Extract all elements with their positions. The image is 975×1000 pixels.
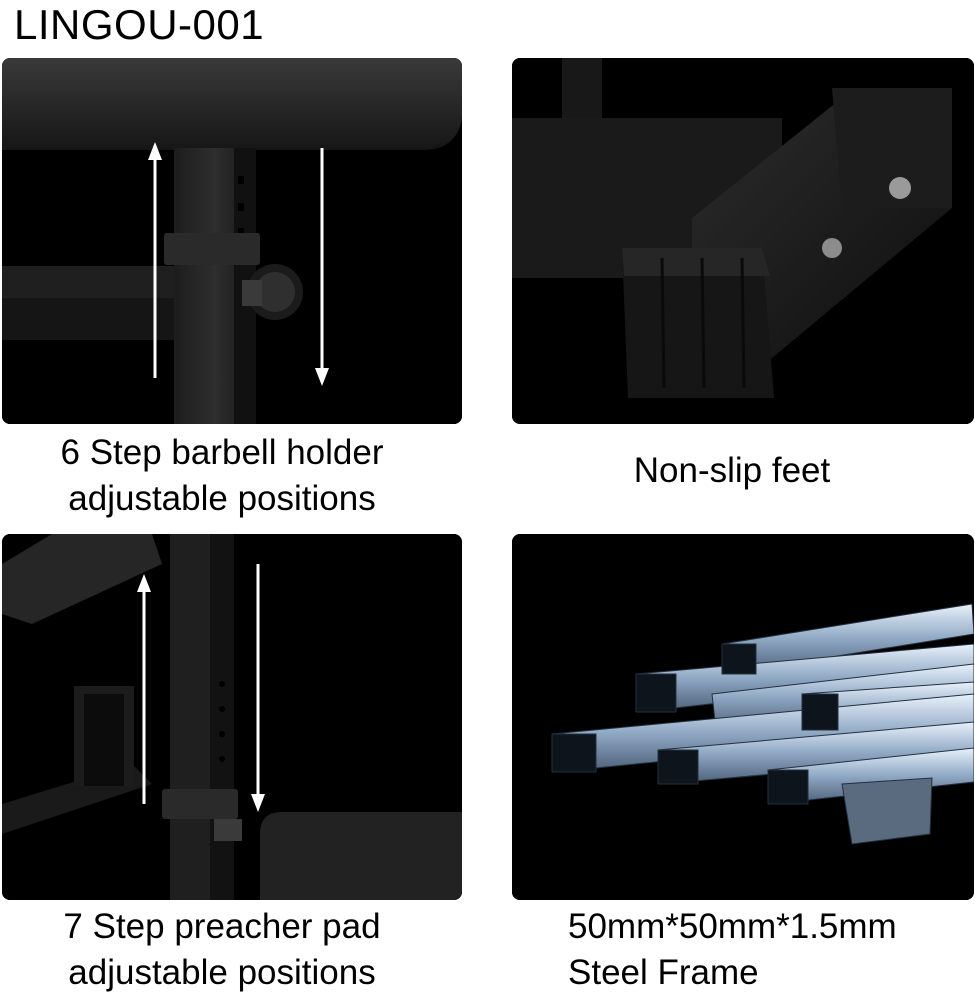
caption-barbell-holder: 6 Step barbell holder adjustable positio…	[2, 430, 442, 522]
preacher-pad-photo	[2, 534, 462, 900]
caption-line: Steel Frame	[568, 953, 759, 992]
steel-frame-photo	[512, 534, 974, 900]
model-title: LINGOU-001	[14, 1, 265, 48]
caption-non-slip-feet: Non-slip feet	[512, 448, 952, 494]
caption-steel-frame: 50mm*50mm*1.5mm Steel Frame	[568, 904, 968, 996]
caption-preacher-pad: 7 Step preacher pad adjustable positions	[2, 904, 442, 996]
barbell-holder-photo	[2, 58, 462, 424]
caption-line: adjustable positions	[68, 953, 376, 992]
caption-line: 7 Step preacher pad	[63, 907, 381, 946]
caption-line: 50mm*50mm*1.5mm	[568, 907, 897, 946]
caption-line: 6 Step barbell holder	[60, 433, 384, 472]
caption-line: adjustable positions	[68, 479, 376, 518]
non-slip-feet-photo	[512, 58, 974, 424]
caption-line: Non-slip feet	[633, 451, 831, 490]
